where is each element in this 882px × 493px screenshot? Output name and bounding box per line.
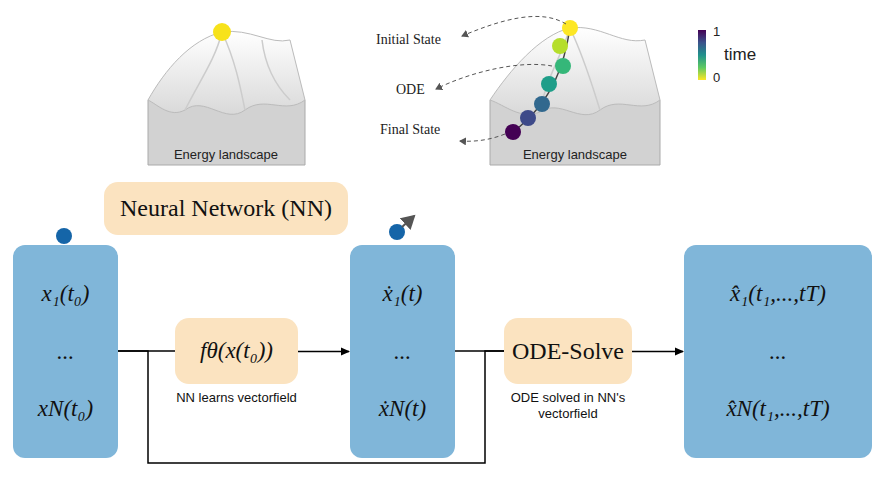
colorbar <box>698 30 706 80</box>
state-dot <box>56 228 72 244</box>
node-label: xN(t₀) <box>38 396 93 422</box>
text-label: Final State <box>380 122 440 138</box>
node-label: fθ(x(t₀)) <box>200 338 273 364</box>
connector <box>632 351 683 353</box>
node-label: ... <box>57 339 74 365</box>
velocity-arrow <box>402 216 414 227</box>
landscape-right <box>436 16 660 165</box>
node-label: x̂₁(t₁,...,tT) <box>730 281 826 307</box>
process-box: ODE-SolveODE solved in NN's vectorfield <box>504 318 632 384</box>
node-label: ... <box>394 339 411 365</box>
state-box: x₁(t₀)... xN(t₀) <box>13 245 118 458</box>
text-label: Initial State <box>376 32 441 48</box>
text-label: 1 <box>713 24 720 39</box>
text-label: Energy landscape <box>174 147 278 162</box>
state-box: x̂₁(t₁,...,tT)... x̂N(t₁,...,tT) <box>684 245 872 458</box>
text-label: Energy landscape <box>523 147 627 162</box>
node-label: ... <box>769 339 786 365</box>
state-box: ẋ₁(t)... ẋN(t) <box>350 245 455 458</box>
process-box: fθ(x(t₀))NN learns vectorfield <box>175 318 298 384</box>
text-label: 0 <box>713 70 720 85</box>
node-label: ẋN(t) <box>379 396 426 422</box>
node-label: ODE-Solve <box>512 338 624 365</box>
node-label: Neural Network (NN) <box>120 195 332 222</box>
node-label: ẋ₁(t) <box>383 281 423 307</box>
landscape-left <box>148 23 305 165</box>
text-label: ODE <box>396 82 425 98</box>
connector <box>298 351 349 353</box>
node-label: x₁(t₀) <box>42 281 90 307</box>
process-box: Neural Network (NN) <box>104 182 348 235</box>
text-label: time <box>724 45 756 65</box>
caption-note: ODE solved in NN's vectorfield <box>498 390 638 421</box>
node-label: x̂N(t₁,...,tT) <box>726 396 829 422</box>
caption-note: NN learns vectorfield <box>165 390 308 406</box>
